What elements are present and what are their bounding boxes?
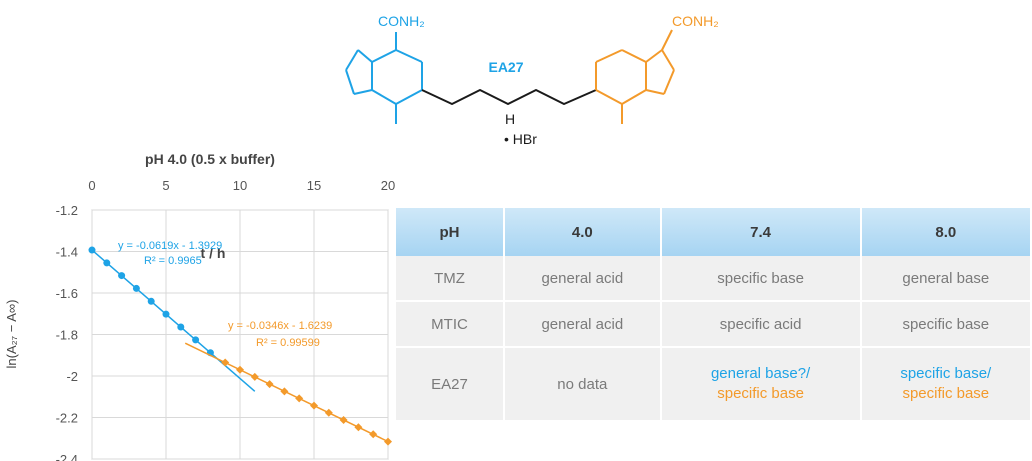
series-2-point [250,372,259,381]
series-1-r2: R² = 0.9965 [144,255,202,267]
series-1-point [162,310,170,318]
kinetics-chart: pH 4.0 (0.5 x buffer) 0 5 10 15 20 -1.2 -1.4 -… [4,151,395,461]
series-2-r2: R² = 0.99599 [256,337,320,349]
series-2-point [369,430,378,439]
series-2-point [354,423,363,432]
y-tick-label: -2 [66,369,78,384]
table-row: TMZ general acid specific base general b… [396,256,1032,302]
header-ph-4: 4.0 [504,208,662,256]
header-ph: pH [396,208,506,256]
table-cell: no data [504,347,662,422]
y-axis-label: ln(A₂₇ − A∞) [4,300,19,369]
x-tick-label: 15 [307,178,321,193]
series-1-point [103,259,111,267]
series-1-point [132,284,140,292]
chart-title: pH 4.0 (0.5 x buffer) [145,151,275,167]
table-cell: general base [860,256,1032,302]
series-1-point [118,272,126,280]
series-1-point [192,336,200,344]
table-cell: specific base [660,256,862,302]
row-label: TMZ [396,256,506,302]
x-tick-label: 0 [88,178,95,193]
row-label: EA27 [396,347,506,422]
series-2-point [384,437,392,446]
table-cell: general acid [504,256,662,302]
series-2-point [236,365,244,374]
row-label: MTIC [396,301,506,348]
table-cell: specific base/ specific base [860,347,1032,422]
ea27-ph80-blue: specific base/ [900,365,992,382]
series-2-point [339,415,348,424]
left-amide-label: CONH₂ [378,13,425,29]
series-1-point [147,297,155,305]
y-tick-label: -1.4 [56,245,78,260]
right-amide-label: CONH₂ [672,13,719,29]
table-cell: specific acid [660,301,862,348]
x-tick-label: 5 [162,178,169,193]
series-1-equation: y = -0.0619x - 1.3929 [118,240,222,252]
y-tick-label: -1.8 [56,328,78,343]
series-2-point [280,387,289,396]
series-1-point [177,323,185,331]
y-tick-label: -1.6 [56,286,78,301]
table-cell: general base?/ specific base [660,347,862,422]
table-cell: general acid [504,301,662,348]
x-tick-label: 20 [381,178,395,193]
table-row: MTIC general acid specific acid specific… [396,301,1032,348]
series-2-point [295,394,304,403]
series-2-point [221,358,230,367]
mechanism-table: pH 4.0 7.4 8.0 TMZ general acid specific… [396,208,1032,422]
table-cell: specific base [860,301,1032,348]
y-tick-label: -2.4 [56,452,78,461]
x-axis-label: t / h [201,245,226,261]
series-1-point [88,246,96,254]
ea27-structure: CONH₂ CONH₂ EA27 H • HBr [345,13,719,147]
header-ph-8: 8.0 [860,208,1032,256]
x-tick-label: 10 [233,178,247,193]
table-header-row: pH 4.0 7.4 8.0 [396,208,1032,256]
series-2-equation: y = -0.0346x - 1.6239 [228,320,332,332]
ea27-ph74-blue: general base?/ [710,365,811,382]
y-tick-label: -1.2 [56,203,78,218]
series-2-point [310,401,318,410]
amine-hydrogen: H [505,111,515,127]
y-tick-label: -2.2 [56,411,78,426]
series-2-point [265,380,274,389]
ea27-ph74-orange: specific base [717,385,804,402]
salt-label: • HBr [504,131,537,147]
series-2-point [324,408,333,417]
header-ph-7-4: 7.4 [660,208,862,256]
compound-label: EA27 [488,59,523,75]
table-row: EA27 no data general base?/ specific bas… [396,347,1032,422]
ea27-ph80-orange: specific base [902,385,990,402]
